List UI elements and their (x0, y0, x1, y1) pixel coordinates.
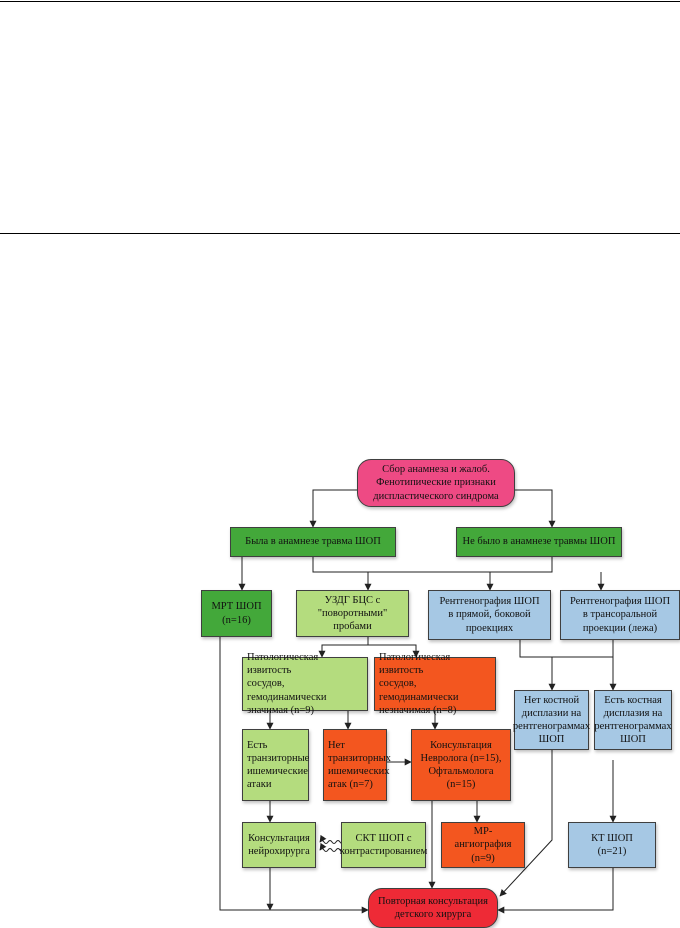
node-repeat-consultation: Повторная консультация детского хирурга (368, 888, 498, 928)
node-tia-yes: Есть транзиторные ишемические атаки (242, 729, 309, 801)
node-mr-angiography: МР-ангиография (n=9) (441, 822, 525, 868)
node-sct: СКТ ШОП с контрастированием (340, 822, 427, 868)
node-trauma-yes: Была в анамнезе травма ШОП (230, 527, 396, 557)
edge-uzdg-bus (318, 637, 369, 658)
node-neurosurgeon: Консультация нейрохирурга (242, 822, 316, 868)
edge-no-trauma-bus (368, 557, 553, 573)
node-no-dysplasia: Нет костной дисплазии на рентгенограммах… (513, 690, 590, 750)
middle-rule (0, 233, 680, 234)
node-ct: КТ ШОП (n=21) (568, 822, 656, 868)
edge-uzdg-insig (368, 644, 420, 658)
node-mri: МРТ ШОП (n=16) (201, 590, 272, 637)
node-xray-transoral: Рентгенография ШОП в трансоральной проек… (560, 590, 680, 640)
edge-trauma-uzdg (312, 557, 372, 591)
node-dysplasia: Есть костная дисплазия на рентгенограмма… (594, 690, 672, 750)
edge-start-trauma-no (515, 489, 556, 528)
node-tortuosity-insignificant: Патологическая извитость сосудов, гемоди… (374, 652, 496, 716)
node-trauma-no: Не было в анамнезе травмы ШОП (456, 527, 622, 557)
node-consult-neurologist: Консультация Невролога (n=15), Офтальмол… (411, 729, 511, 801)
node-xray-frontal: Рентгенография ШОП в прямой, боковой про… (428, 590, 551, 640)
node-history-collection: Сбор анамнеза и жалоб. Фенотипические пр… (357, 459, 515, 507)
top-rule (0, 1, 680, 2)
node-tortuosity-significant: Патологическая извитость сосудов, гемоди… (242, 652, 368, 716)
edge-ct-final (497, 868, 614, 914)
node-tia-no: Нет транзиторных ишемических атак (n=7) (323, 729, 391, 801)
node-uzdg: УЗДГ БЦС с "поворотными" пробами (296, 590, 409, 637)
edge-xray-merge (519, 640, 614, 658)
edge-no-dysplasia-final (499, 750, 553, 897)
edge-start-trauma-yes (309, 489, 357, 528)
edge-mri-final (219, 637, 369, 914)
